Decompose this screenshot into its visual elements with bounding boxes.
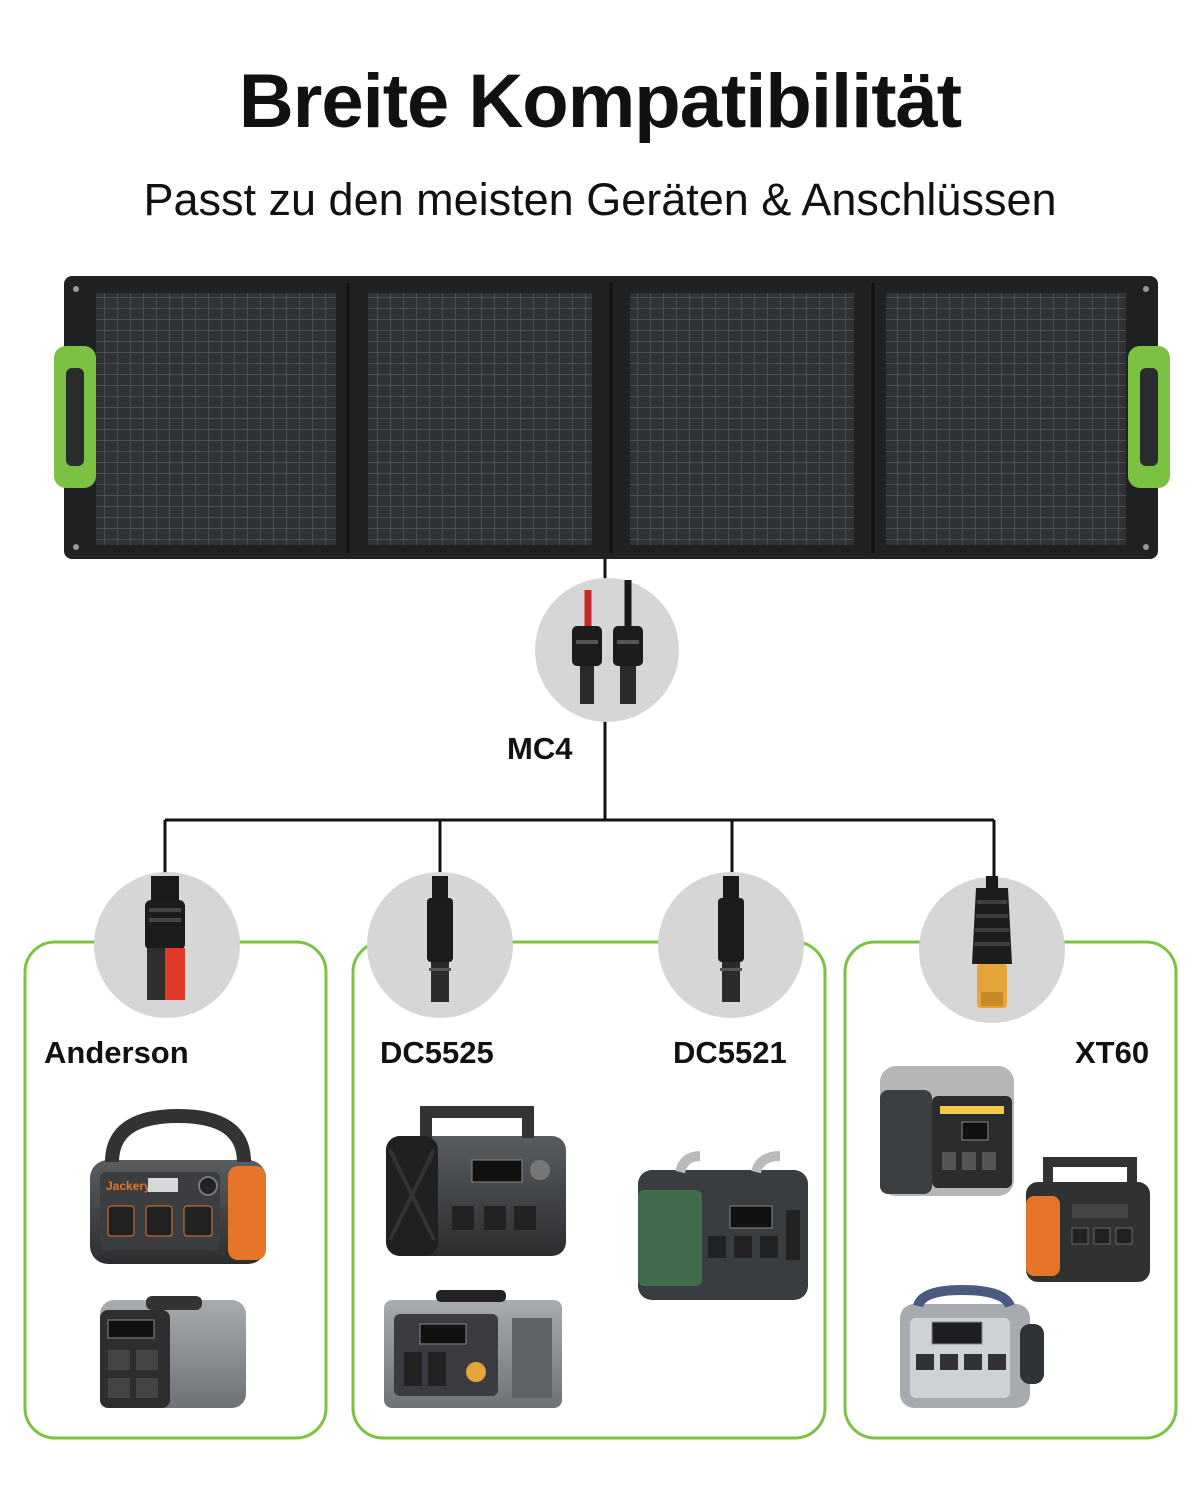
dc-group-box (351, 940, 827, 1440)
power-station-icon (100, 1296, 246, 1408)
xt60-label: XT60 (1075, 1035, 1150, 1070)
xt60-connector-icon (919, 876, 1065, 1023)
power-station-icon (384, 1290, 562, 1408)
page-subtitle: Passt zu den meisten Geräten & Anschlüss… (143, 174, 1057, 225)
page-title: Breite Kompatibilität (238, 59, 962, 144)
power-station-icon (880, 1066, 1014, 1196)
solar-panel-icon (54, 276, 1170, 559)
power-station-icon: Jackery (90, 1108, 266, 1264)
brand-label-jackery: Jackery (106, 1179, 151, 1193)
cable-lines (163, 559, 996, 880)
power-station-icon (638, 1151, 808, 1300)
power-station-icon (386, 1106, 566, 1256)
dc5525-connector-icon (367, 872, 513, 1018)
dc5521-connector-icon (658, 872, 804, 1018)
dc5521-label: DC5521 (673, 1035, 787, 1070)
mc4-label: MC4 (507, 731, 573, 766)
anderson-connector-icon (94, 872, 240, 1018)
power-station-icon (1026, 1157, 1150, 1282)
power-station-icon (900, 1284, 1044, 1408)
dc5525-label: DC5525 (380, 1035, 494, 1070)
anderson-label: Anderson (44, 1035, 189, 1070)
mc4-connector-icon (535, 578, 679, 722)
